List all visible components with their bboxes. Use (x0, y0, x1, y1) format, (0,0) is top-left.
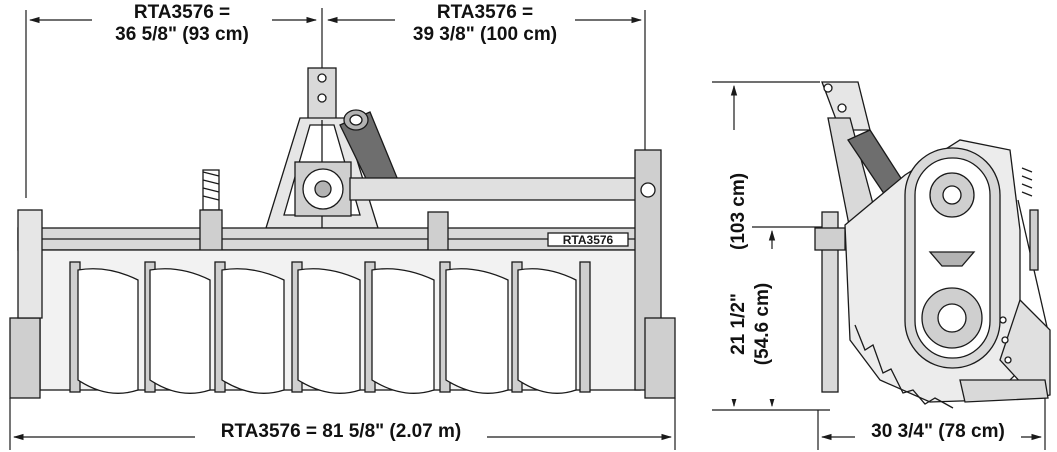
gearbox (294, 161, 352, 217)
top-right-dimension-label: RTA3576 = 39 3/8" (100 cm) (395, 2, 575, 46)
side-view-tiller (814, 81, 1051, 409)
main-frame-beam (17, 227, 647, 251)
top-left-dimension-label: RTA3576 = 36 5/8" (93 cm) (92, 2, 272, 46)
model-decal-text: RTA3576 (563, 233, 614, 247)
tine-blades (77, 268, 577, 394)
side-chain-case (904, 147, 1001, 369)
side-tines (854, 324, 954, 409)
top-left-value: 36 5/8" (93 cm) (115, 23, 249, 45)
side-skid-shoe (959, 379, 1049, 403)
rear-shield-spring (999, 167, 1051, 399)
top-right-value: 39 3/8" (100 cm) (412, 23, 558, 45)
axle-height-cm: (54.6 cm) (752, 282, 773, 366)
lower-hitch-leg (821, 211, 839, 393)
front-view-tiller (9, 67, 676, 399)
left-side-plate (17, 209, 43, 319)
model-decal (547, 232, 629, 247)
right-side-skid (644, 317, 676, 399)
overall-width-label: RTA3576 = 81 5/8" (2.07 m) (220, 421, 462, 442)
top-right-model: RTA3576 = (436, 2, 534, 23)
left-side-skid (9, 317, 41, 399)
drive-tube (349, 177, 641, 201)
axle-height-label: 21 1/2" (54.6 cm) (727, 249, 775, 399)
spring-assemblies (199, 169, 449, 261)
side-length-label: 30 3/4" (78 cm) (871, 421, 1005, 442)
axle-height-in: 21 1/2" (728, 293, 749, 355)
top-left-model: RTA3576 = (133, 2, 231, 23)
